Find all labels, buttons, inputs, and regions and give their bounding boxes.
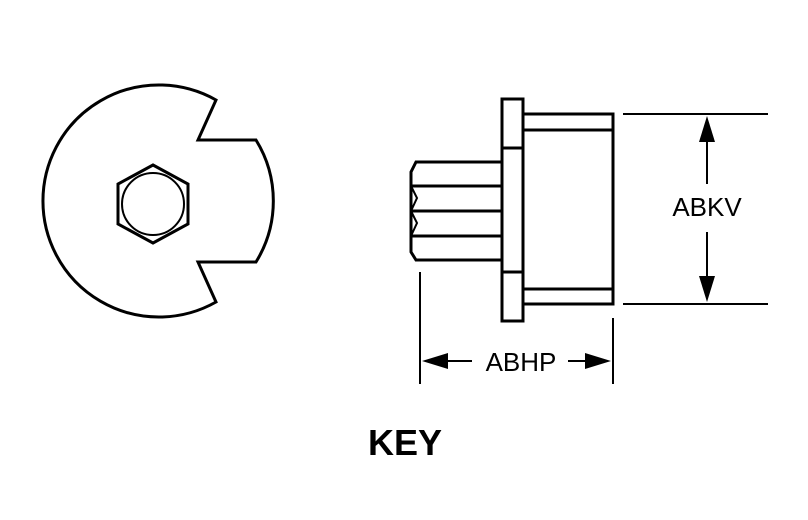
arrowhead-down-icon	[699, 276, 715, 302]
width-dimension-label: ABHP	[486, 347, 557, 377]
side-view-flange	[500, 97, 525, 323]
height-dimension-label: ABKV	[672, 192, 742, 222]
arrowhead-right-icon	[585, 353, 611, 369]
arrowhead-left-icon	[422, 353, 448, 369]
hex-socket-inner-circle	[121, 172, 185, 236]
dimension-height: ABKV	[623, 113, 768, 305]
side-view	[409, 97, 615, 323]
side-view-body	[521, 112, 615, 306]
front-view-outline	[41, 83, 275, 319]
arrowhead-up-icon	[699, 116, 715, 142]
dimension-width: ABHP	[419, 272, 614, 384]
hex-socket-outer	[116, 163, 190, 245]
front-view	[41, 83, 275, 319]
drawing-title: KEY	[368, 422, 442, 463]
hex-shank-chamfer	[410, 185, 419, 237]
